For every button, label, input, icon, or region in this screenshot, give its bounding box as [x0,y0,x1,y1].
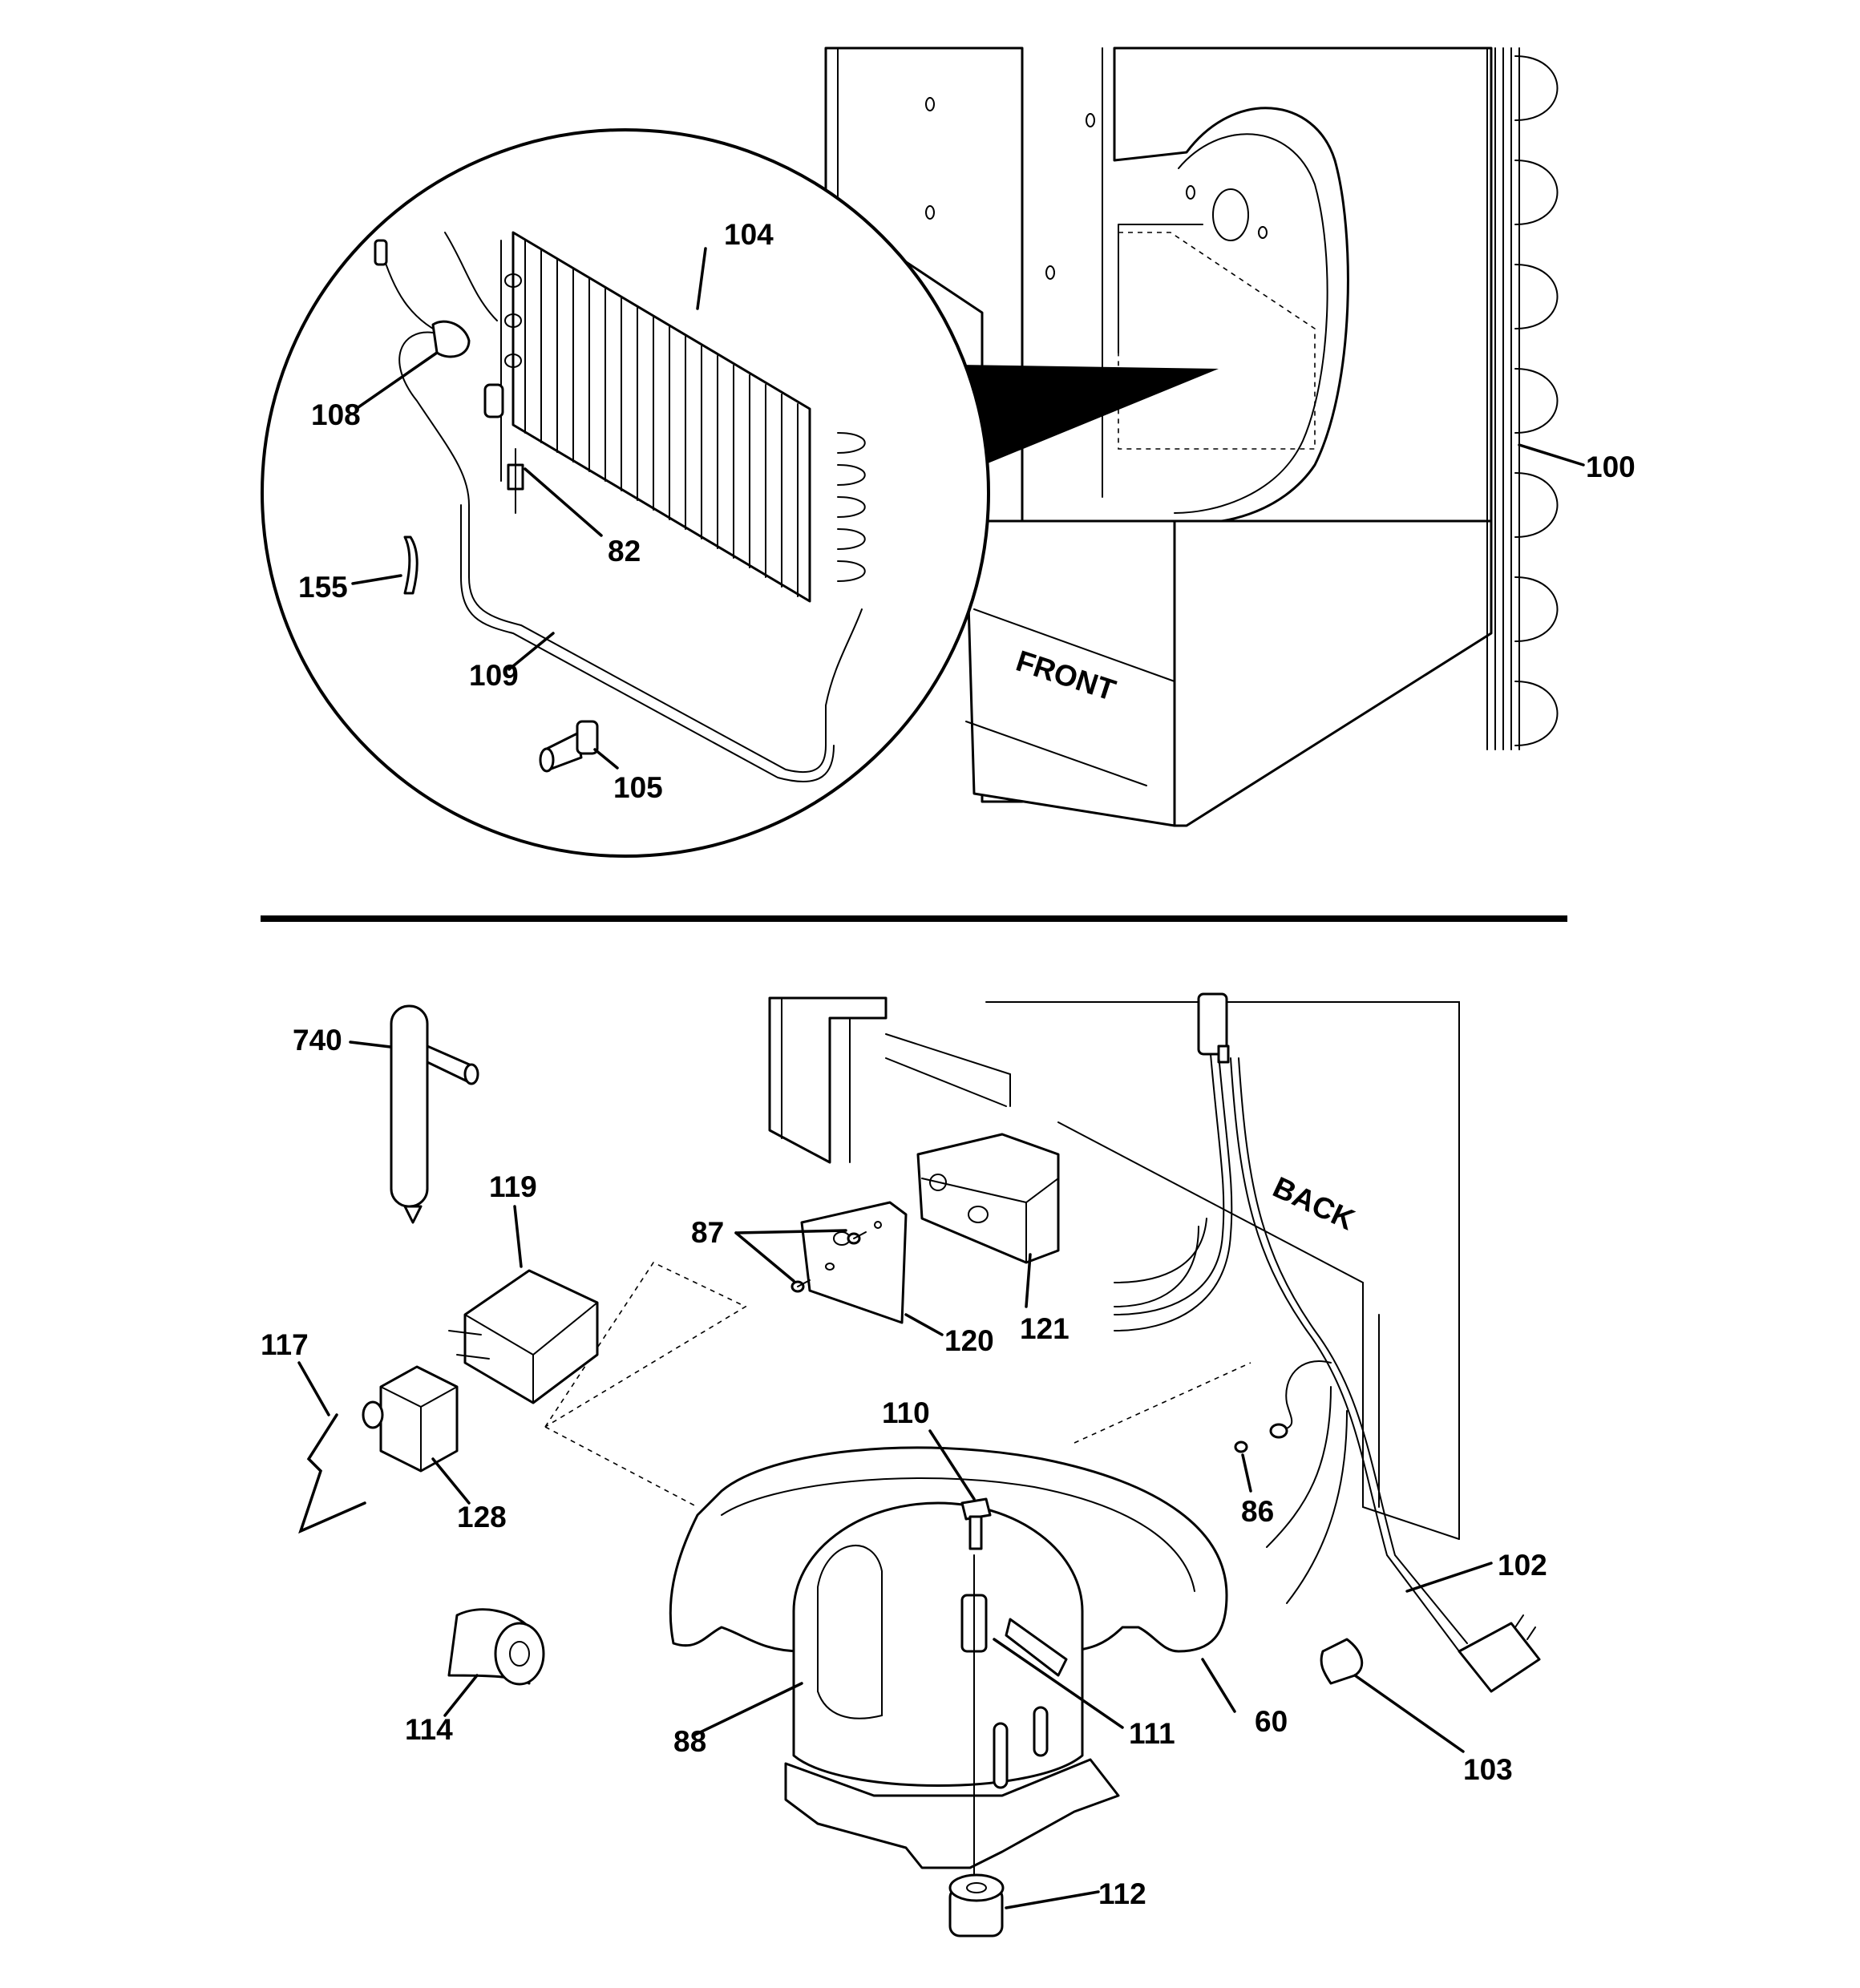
back-cabinet [544,996,1460,1540]
harness-wire [298,1413,366,1534]
condenser-coil [1486,47,1559,750]
bolt [960,1497,992,1550]
insulation-roll [447,1608,545,1686]
part-label-87: 87 [691,1216,724,1249]
part-label-110: 110 [882,1396,930,1429]
part-label-111: 111 [1129,1717,1175,1750]
detail-pointer [958,365,1219,469]
filter-drier [390,1004,479,1224]
part-label-102: 102 [1498,1549,1547,1582]
part-label-104: 104 [724,218,774,251]
relay [448,1269,599,1404]
part-label-86: 86 [1241,1495,1274,1528]
power-cord-harness [1114,992,1541,1693]
ground-screw [1234,1440,1248,1453]
ground-terminal [1269,1423,1288,1439]
part-label-60: 60 [1255,1705,1288,1738]
grommet [948,1873,1005,1937]
defrost-wiring [374,232,863,782]
part-label-103: 103 [1463,1753,1513,1786]
timer-bracket [790,1201,908,1324]
part-label-112: 112 [1098,1877,1146,1910]
part-label-155: 155 [298,571,348,604]
part-label-740: 740 [293,1024,342,1057]
part-label-128: 128 [457,1501,507,1533]
part-label-108: 108 [311,398,361,431]
defrost-timer [916,1133,1060,1264]
part-label-120: 120 [944,1324,994,1357]
part-label-121: 121 [1020,1312,1070,1345]
detail-circle [261,128,990,858]
part-label-109: 109 [469,659,519,692]
part-label-105: 105 [613,771,663,804]
part-label-117: 117 [261,1328,309,1361]
evaporator [483,231,866,603]
part-label-119: 119 [489,1170,537,1203]
part-label-100: 100 [1586,451,1636,483]
part-label-114: 114 [405,1713,453,1746]
leader-lines [297,247,1585,1909]
part-label-88: 88 [673,1725,706,1758]
back-label: BACK [1268,1170,1360,1236]
compressor [784,1501,1120,1917]
overload-protector [362,1365,459,1473]
part-label-82: 82 [608,535,641,568]
